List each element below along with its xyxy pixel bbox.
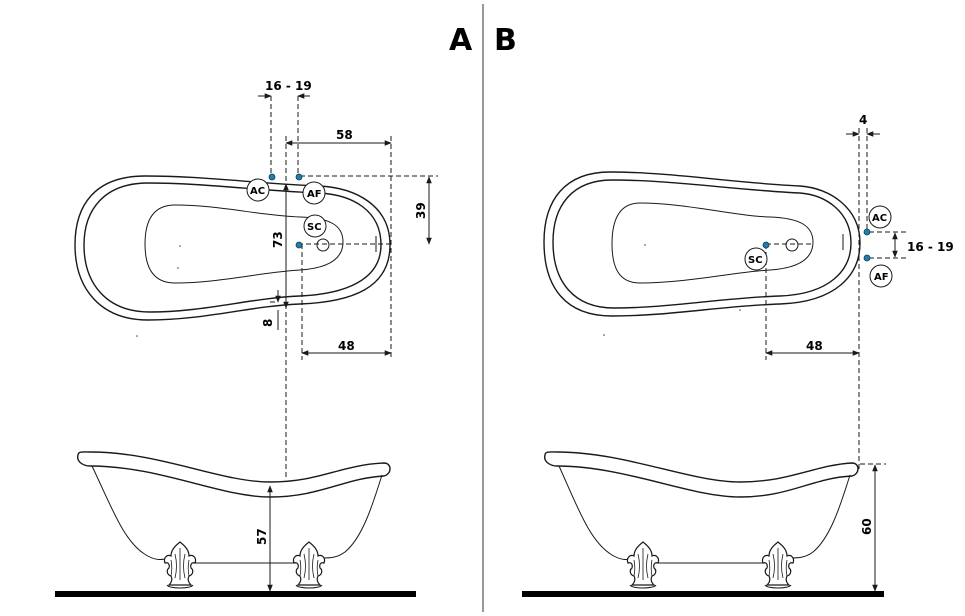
dim-a-tap-spacing: 16 - 19 <box>265 79 312 93</box>
drain-point <box>295 241 303 249</box>
hot-water-point <box>863 228 871 236</box>
dim-b-wall-offset: 4 <box>859 113 867 127</box>
hot-water-point <box>268 173 276 181</box>
floor-line-a <box>55 591 416 597</box>
dim-a-tap-to-drain-depth: 39 <box>414 202 428 219</box>
dim-b-rim-height: 60 <box>860 518 874 535</box>
dim-a-tap-to-end: 58 <box>336 128 353 142</box>
dim-b-tap-spacing: 16 - 19 <box>907 240 954 254</box>
panel-a-top-view <box>74 175 391 337</box>
drain-point <box>762 241 770 249</box>
label-sc: SC <box>307 222 322 233</box>
panel-b-dimensions: 4 16 - 19 48 <box>765 113 954 470</box>
panel-label-a: A <box>449 23 473 58</box>
dim-a-drain-to-end: 48 <box>338 339 355 353</box>
dim-a-width-center: 73 <box>271 231 285 248</box>
floor-line-b <box>522 591 884 597</box>
label-af: AF <box>874 272 889 283</box>
dim-b-drain-to-end: 48 <box>806 339 823 353</box>
label-ac: AC <box>872 213 887 224</box>
panel-b-side-view: 60 <box>522 451 886 597</box>
panel-b-top-view <box>543 171 861 336</box>
panel-a-side-view: 57 <box>55 451 416 597</box>
panel-label-b: B <box>494 23 517 58</box>
label-ac: AC <box>250 186 265 197</box>
cold-water-point <box>863 254 871 262</box>
panel-a-connections: AC AF SC <box>246 173 327 249</box>
panel-b-connections: AC AF SC <box>744 205 893 288</box>
label-af: AF <box>307 189 322 200</box>
cold-water-point <box>295 173 303 181</box>
panel-a-dimensions: 16 - 19 58 39 73 8 48 <box>258 79 438 480</box>
dim-a-offset: 8 <box>261 319 275 327</box>
dim-a-rim-height: 57 <box>255 528 269 545</box>
label-sc: SC <box>748 255 763 266</box>
